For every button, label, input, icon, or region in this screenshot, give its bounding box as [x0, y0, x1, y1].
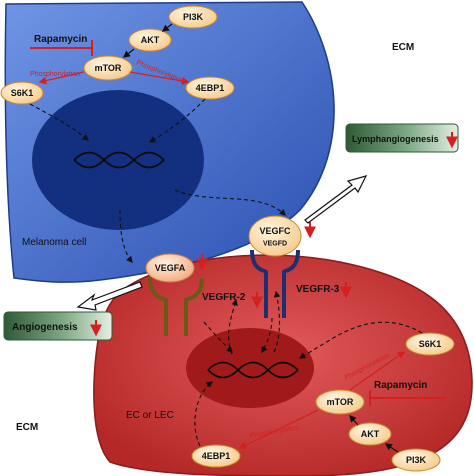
- dna-helix-top: [73, 151, 165, 169]
- node-s6k1-top: S6K1: [0, 81, 44, 105]
- svg-text:mTOR: mTOR: [327, 397, 354, 407]
- node-mtor-bottom: mTOR: [315, 389, 365, 415]
- svg-text:AKT: AKT: [141, 35, 160, 45]
- top-pathway-arrows: [122, 23, 173, 58]
- lymphangiogenesis-box: Lymphangiogenesis: [345, 123, 459, 153]
- node-mtor-top: mTOR: [83, 55, 133, 81]
- arrow-to-lymphangiogenesis: [304, 175, 368, 224]
- vegfr3-label: VEGFR-3: [296, 284, 340, 295]
- rapamycin-inhibit-top: [30, 40, 93, 56]
- rapamycin-label-top: Rapamycin: [34, 34, 87, 45]
- node-4ebp1-bottom: 4EBP1: [191, 444, 241, 468]
- node-akt-top: AKT: [128, 28, 172, 52]
- rapamycin-inhibit-bottom: [369, 390, 446, 406]
- svg-text:mTOR: mTOR: [95, 63, 122, 73]
- vegfd-label: VEGFD: [263, 241, 287, 248]
- phos-arrow-top-right: [129, 71, 190, 85]
- svg-text:PI3K: PI3K: [183, 12, 204, 22]
- dna-helix-bottom: [207, 361, 299, 379]
- melanoma-cell-label: Melanoma cell: [22, 237, 86, 248]
- svg-text:S6K1: S6K1: [419, 339, 442, 349]
- melanoma-nucleus: [32, 90, 204, 230]
- vegfc-vegfd-ligand: VEGFC VEGFD: [248, 215, 302, 257]
- rapamycin-label-bottom: Rapamycin: [374, 380, 427, 391]
- vegfr3-receptor: [250, 249, 300, 318]
- vegfc-label: VEGFC: [259, 226, 291, 236]
- node-4ebp1-top: 4EBP1: [185, 76, 235, 100]
- svg-text:4EBP1: 4EBP1: [202, 451, 231, 461]
- ec-lec-label: EC or LEC: [126, 410, 174, 421]
- ecm-label-bottom: ECM: [16, 422, 38, 433]
- node-s6k1-bottom: S6K1: [405, 332, 455, 356]
- top-dashed-flows: [29, 98, 286, 264]
- svg-text:VEGFA: VEGFA: [155, 263, 186, 273]
- vegfa-ligand: VEGFA: [145, 253, 195, 283]
- node-akt-bottom: AKT: [348, 422, 392, 446]
- vegfr2-label: VEGFR-2: [202, 292, 246, 303]
- bottom-pathway-arrows: [349, 414, 399, 453]
- phos-label-top-left: Phosphorylation: [30, 71, 80, 78]
- angiogenesis-label: Angiogenesis: [12, 322, 78, 333]
- ecm-label-top: ECM: [392, 42, 414, 53]
- phos-arrow-bottom-lower: [238, 409, 319, 449]
- bottom-dashed-flows: [194, 290, 423, 447]
- svg-text:AKT: AKT: [361, 429, 380, 439]
- svg-text:PI3K: PI3K: [406, 455, 427, 465]
- node-pi3k-top: PI3K: [168, 5, 218, 29]
- angiogenesis-box: Angiogenesis: [3, 311, 113, 341]
- ec-nucleus: [186, 328, 314, 408]
- node-pi3k-bottom: PI3K: [391, 448, 441, 472]
- phos-arrow-bottom-upper: [349, 351, 406, 391]
- arrow-to-angiogenesis: [76, 281, 143, 311]
- svg-text:S6K1: S6K1: [11, 88, 34, 98]
- lymphangiogenesis-label: Lymphangiogenesis: [352, 134, 439, 144]
- phos-arrow-top-left: [38, 71, 85, 85]
- svg-text:4EBP1: 4EBP1: [196, 83, 225, 93]
- vegfr2-receptor: [148, 277, 204, 336]
